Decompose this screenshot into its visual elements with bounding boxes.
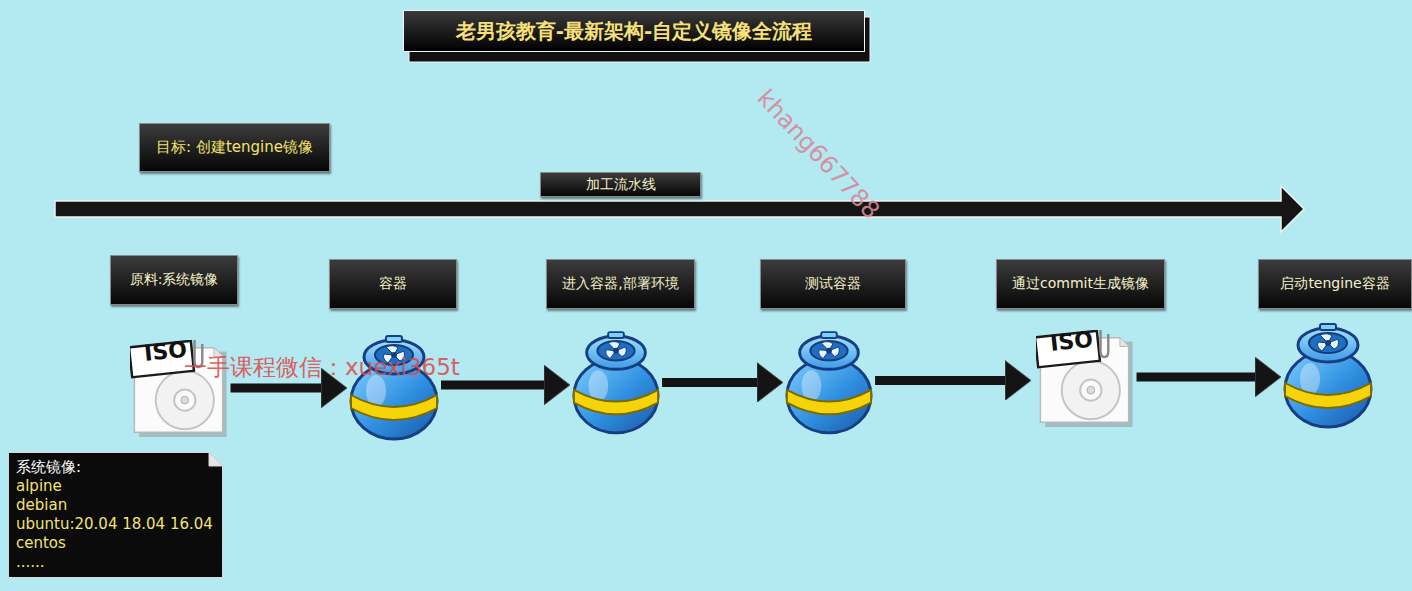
title-box: 老男孩教育-最新架构-自定义镜像全流程: [403, 10, 865, 52]
flow-arrow: [1137, 373, 1269, 382]
box-label: 启动tengine容器: [1280, 275, 1389, 293]
stage-box: 通过commit生成镜像: [996, 259, 1165, 309]
stage-box: 原料:系统镜像: [110, 255, 238, 305]
stage-box: 启动tengine容器: [1258, 259, 1412, 309]
note-line: debian: [16, 496, 67, 515]
flow-arrow: [231, 384, 335, 393]
flow-arrow: [441, 380, 558, 389]
note-fold: [209, 453, 223, 467]
goal-box: 目标: 创建tengine镜像: [139, 123, 330, 172]
box-label: 加工流水线: [586, 176, 656, 194]
stage-box: 容器: [329, 259, 457, 309]
note-line: ubuntu:20.04 18.04 16.04: [16, 515, 213, 534]
note-box: 系统镜像:alpinedebianubuntu:20.04 18.04 16.0…: [8, 452, 223, 578]
watermark: 一手课程微信：xuexi365t: [184, 352, 460, 383]
box-label: 进入容器,部署环境: [562, 275, 678, 293]
title-shadow: [409, 17, 870, 62]
box-label: 通过commit生成镜像: [1012, 275, 1149, 293]
note-heading: 系统镜像:: [16, 458, 81, 477]
flow-arrow: [875, 376, 1019, 385]
container-icon: [1285, 324, 1371, 427]
container-icon: [351, 336, 437, 439]
box-label: 容器: [379, 275, 407, 293]
note-line: alpine: [16, 477, 62, 496]
note-line: centos: [16, 534, 66, 553]
flow-arrow: [662, 378, 771, 387]
iso-tag: ISO: [1049, 327, 1094, 356]
container-icon: [574, 332, 658, 433]
title-text: 老男孩教育-最新架构-自定义镜像全流程: [456, 18, 813, 45]
box-label: 测试容器: [805, 275, 861, 293]
note-body: [9, 453, 223, 578]
box-label: 原料:系统镜像: [130, 271, 219, 289]
pipeline-label: 加工流水线: [540, 172, 701, 197]
note-line: ......: [16, 553, 45, 572]
iso-tag: ISO: [143, 337, 188, 366]
stage-box: 测试容器: [760, 259, 906, 309]
box-label: 目标: 创建tengine镜像: [156, 138, 313, 157]
container-icon: [787, 332, 871, 433]
stage-box: 进入容器,部署环境: [546, 259, 695, 309]
